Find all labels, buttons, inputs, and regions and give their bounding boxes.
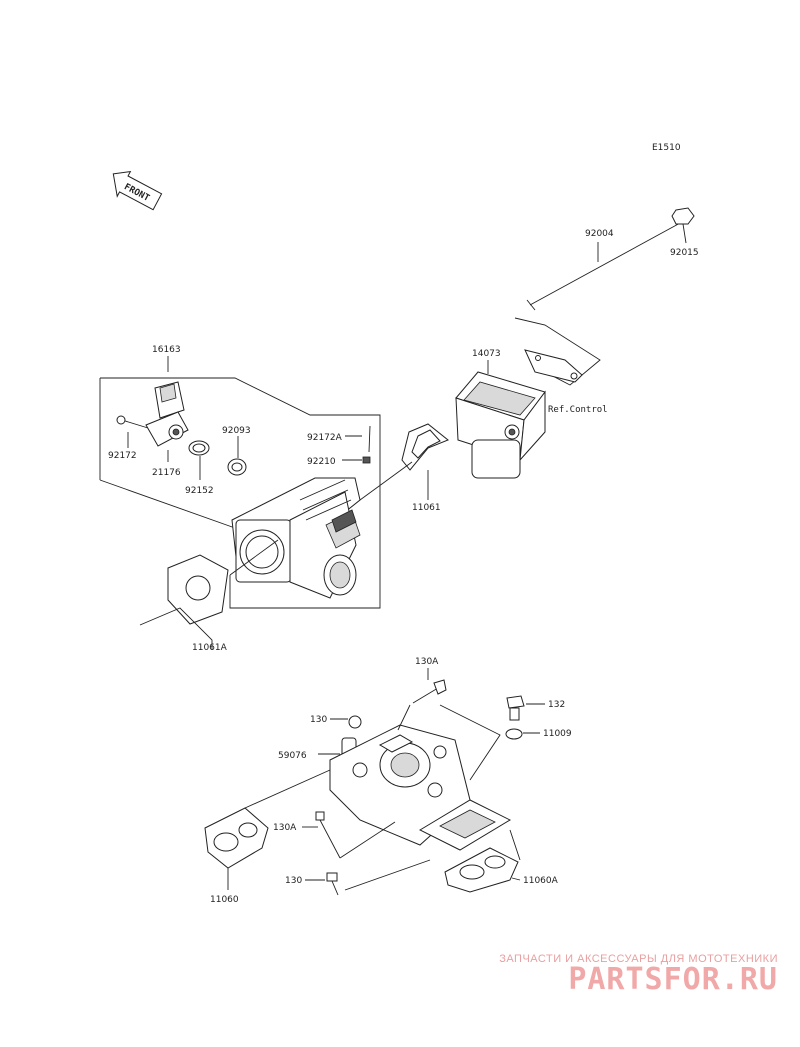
leader-130-bottom [344, 859, 431, 891]
bolt-132-icon [506, 695, 545, 721]
label-11060A: 11060A [523, 876, 559, 886]
gasket-11061A [167, 554, 229, 625]
label-92172: 92172 [108, 451, 137, 461]
label-92152: 92152 [185, 486, 214, 496]
ref-control-note: Ref.Control [548, 405, 608, 415]
diagram-code: E1510 [652, 143, 681, 153]
label-92093: 92093 [222, 426, 251, 436]
label-130A-top: 130A [415, 657, 439, 667]
throttle-cover-14073 [455, 349, 583, 479]
label-21176: 21176 [152, 468, 181, 478]
washer-11009-icon [505, 728, 540, 740]
bolt-130-top-icon [330, 715, 362, 729]
watermark-brand: PARTSFOR.RU [568, 962, 778, 997]
screw-92172-icon [116, 415, 149, 448]
intake-manifold [329, 724, 512, 851]
label-11061A: 11061A [192, 643, 228, 653]
washer-92093-icon [227, 436, 247, 476]
label-130A-bottom: 130A [273, 823, 297, 833]
bolt-130A-bottom-icon [302, 811, 341, 859]
rod-92004 [526, 221, 683, 311]
throttle-sensor-21176 [145, 381, 189, 462]
throttle-body [231, 477, 361, 599]
label-11061: 11061 [412, 503, 441, 513]
label-92210: 92210 [307, 457, 336, 467]
label-130-top: 130 [310, 715, 327, 725]
bolt-130-bottom-icon [305, 872, 339, 896]
label-59076: 59076 [278, 751, 307, 761]
group-bracket-16163 [99, 356, 381, 609]
watermark-tagline: ЗАПЧАСТИ И АКСЕССУАРЫ ДЛЯ МОТОТЕХНИКИ [499, 953, 778, 965]
label-14073: 14073 [472, 349, 501, 359]
label-11060: 11060 [210, 895, 239, 905]
nut-92015-icon [671, 207, 695, 244]
label-11009: 11009 [543, 729, 572, 739]
watermark: ЗАПЧАСТИ И АКСЕССУАРЫ ДЛЯ МОТОТЕХНИКИ PA… [499, 953, 778, 995]
gasket-11060A [444, 847, 521, 893]
label-130-bottom: 130 [285, 876, 302, 886]
front-arrow-icon: FRONT [112, 170, 163, 211]
stud-92172A-icon [345, 425, 371, 453]
bolt-130A-top-icon [412, 679, 447, 704]
gasket-11060 [204, 807, 269, 869]
o-ring-92152-icon [188, 440, 210, 480]
label-16163: 16163 [152, 345, 181, 355]
label-132: 132 [548, 700, 565, 710]
leader-130A-bottom [339, 821, 396, 859]
label-92172A: 92172A [307, 433, 343, 443]
gasket-11061 [401, 423, 449, 471]
label-92004: 92004 [585, 229, 614, 239]
leader-rod-cover [514, 317, 601, 386]
label-92015: 92015 [670, 248, 699, 258]
nut-92210-icon [342, 456, 371, 464]
